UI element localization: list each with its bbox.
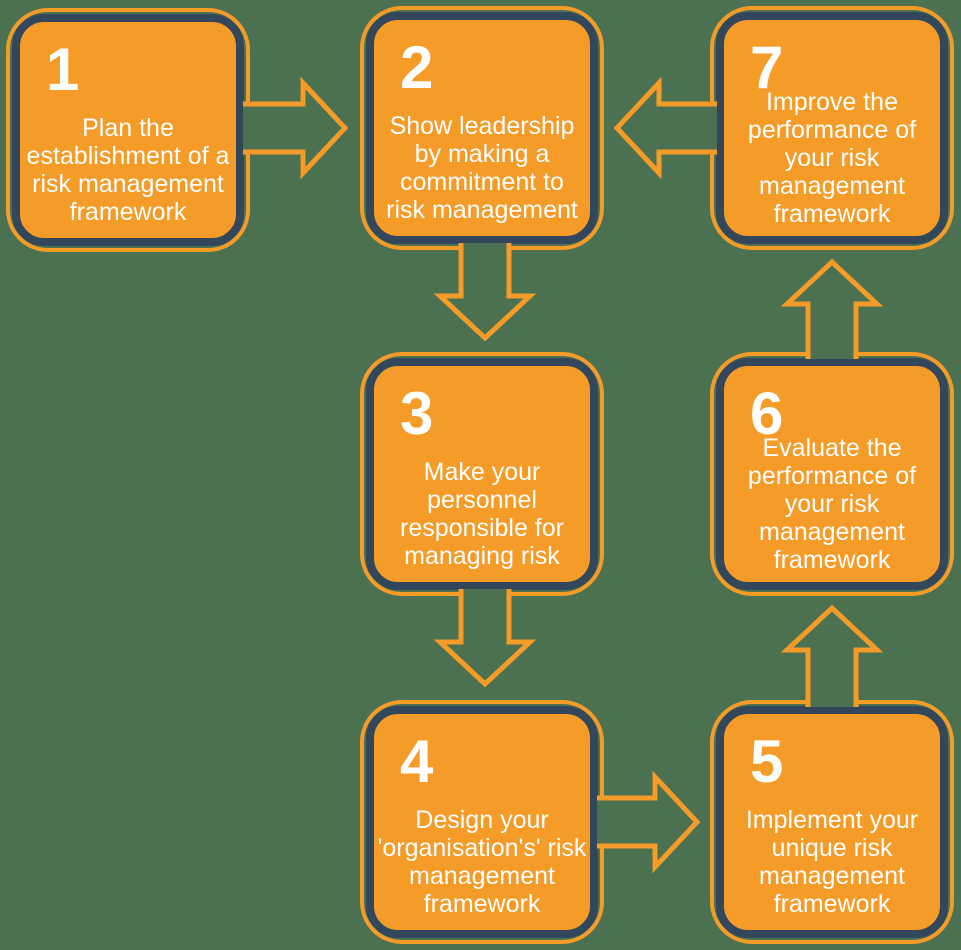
step-text-line: risk management xyxy=(32,170,224,198)
step-text-line: risk management xyxy=(386,196,578,224)
step-text-line: Show leadership xyxy=(389,112,575,140)
step-box-1-panel: 1 Plan the establishment of a risk manag… xyxy=(12,14,244,246)
step-2-number: 2 xyxy=(400,34,434,101)
step-box-7: 7 Improve the performance of your risk m… xyxy=(710,6,954,250)
step-text-line: 'organisation's' risk xyxy=(377,834,587,862)
arrow-7-to-2-left-icon xyxy=(613,76,717,180)
step-text-line: Plan the xyxy=(82,114,174,142)
step-7-number: 7 xyxy=(750,34,784,101)
step-text-line: framework xyxy=(773,200,891,228)
step-box-2-panel: 2 Show leadership by making a commitment… xyxy=(366,12,598,244)
step-text-line: management xyxy=(759,172,905,200)
step-7-text: Improve the performance of your risk man… xyxy=(726,88,938,228)
step-text-line: performance of xyxy=(747,462,917,490)
step-box-1: 1 Plan the establishment of a risk manag… xyxy=(6,8,250,252)
step-3-number: 3 xyxy=(400,380,434,447)
step-box-4: 4 Design your 'organisation's' risk mana… xyxy=(360,700,604,944)
step-6-text: Evaluate the performance of your risk ma… xyxy=(726,434,938,574)
step-box-6-panel: 6 Evaluate the performance of your risk … xyxy=(716,358,948,590)
step-box-7-panel: 7 Improve the performance of your risk m… xyxy=(716,12,948,244)
step-5-text: Implement your unique risk management fr… xyxy=(726,806,938,918)
step-text-line: unique risk xyxy=(771,834,893,862)
step-text-line: Make your xyxy=(423,458,541,486)
step-text-line: management xyxy=(759,518,905,546)
step-5-number: 5 xyxy=(750,728,784,795)
arrow-2-to-3-down-icon xyxy=(433,243,537,342)
step-text-line: your risk xyxy=(784,144,880,172)
step-text-line: management xyxy=(759,862,905,890)
step-text-line: by making a xyxy=(414,140,550,168)
step-text-line: managing risk xyxy=(404,542,560,570)
arrow-4-to-5-right-icon xyxy=(597,770,701,874)
step-box-5-panel: 5 Implement your unique risk management … xyxy=(716,706,948,938)
step-4-text: Design your 'organisation's' risk manage… xyxy=(376,806,588,918)
step-3-text: Make your personnel responsible for mana… xyxy=(376,458,588,570)
step-text-line: your risk xyxy=(784,490,880,518)
step-box-3-panel: 3 Make your personnel responsible for ma… xyxy=(366,358,598,590)
step-text-line: Improve the xyxy=(765,88,898,116)
step-box-3: 3 Make your personnel responsible for ma… xyxy=(360,352,604,596)
step-box-2: 2 Show leadership by making a commitment… xyxy=(360,6,604,250)
step-2-text: Show leadership by making a commitment t… xyxy=(376,112,588,224)
arrow-6-to-7-up-icon xyxy=(780,258,884,359)
step-text-line: establishment of a xyxy=(26,142,230,170)
step-text-line: responsible for xyxy=(400,514,564,542)
step-text-line: personnel xyxy=(427,486,537,514)
step-1-number: 1 xyxy=(46,36,80,103)
step-box-5: 5 Implement your unique risk management … xyxy=(710,700,954,944)
step-text-line: commitment to xyxy=(400,168,564,196)
step-text-line: Implement your xyxy=(745,806,919,834)
step-text-line: framework xyxy=(423,890,541,918)
step-text-line: Design your xyxy=(415,806,549,834)
step-box-6: 6 Evaluate the performance of your risk … xyxy=(710,352,954,596)
step-text-line: performance of xyxy=(747,116,917,144)
step-box-4-panel: 4 Design your 'organisation's' risk mana… xyxy=(366,706,598,938)
arrow-1-to-2-right-icon xyxy=(243,76,349,180)
step-text-line: Evaluate the xyxy=(762,434,902,462)
step-4-number: 4 xyxy=(400,728,434,795)
step-1-text: Plan the establishment of a risk managem… xyxy=(22,114,234,226)
arrow-5-to-6-up-icon xyxy=(780,604,884,707)
step-text-line: framework xyxy=(773,546,891,574)
arrow-3-to-4-down-icon xyxy=(433,589,537,688)
step-text-line: management xyxy=(409,862,555,890)
step-6-number: 6 xyxy=(750,380,784,447)
step-text-line: framework xyxy=(69,198,187,226)
step-text-line: framework xyxy=(773,890,891,918)
